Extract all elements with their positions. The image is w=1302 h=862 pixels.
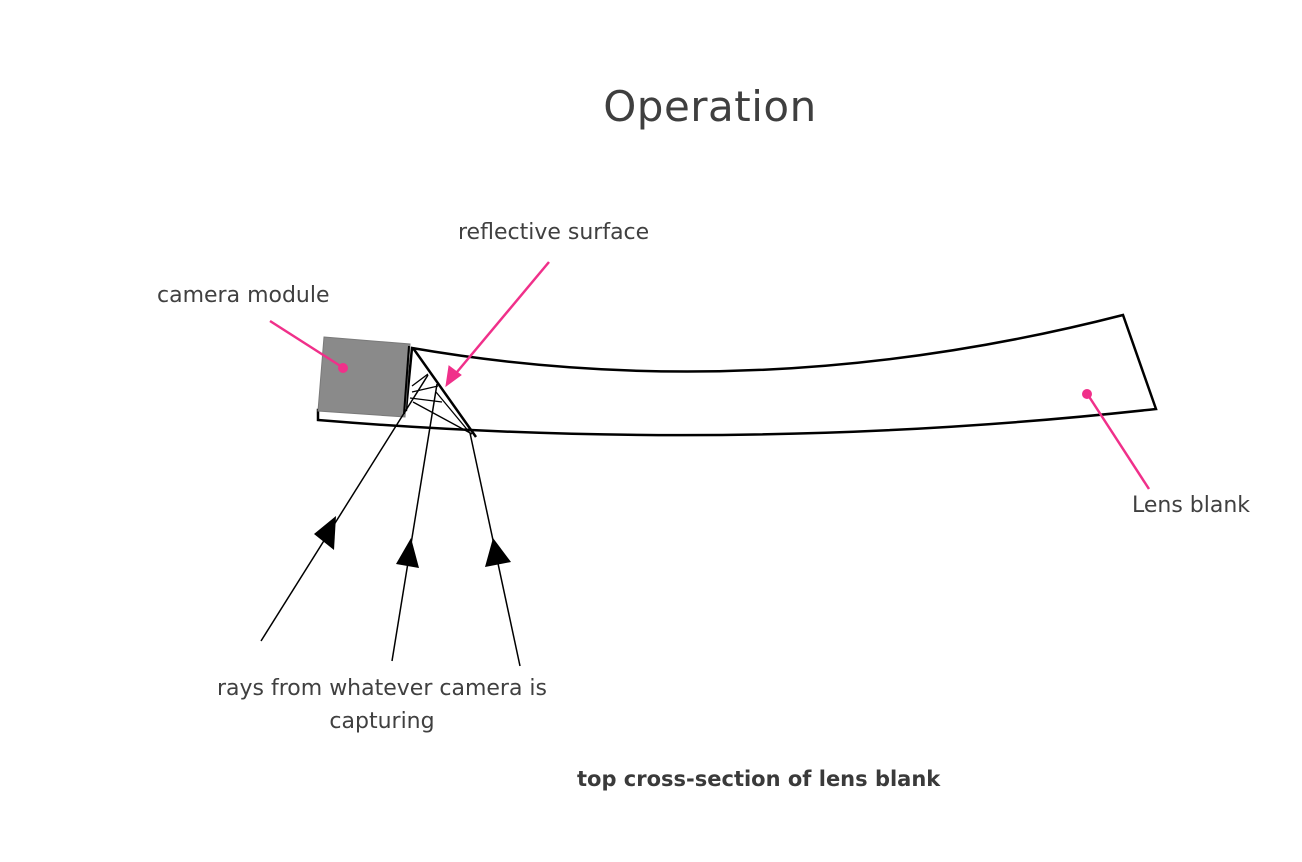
ray-left	[260, 374, 429, 642]
lens-blank-label: Lens blank	[1132, 493, 1251, 518]
ray-arrowhead-middle	[396, 538, 419, 568]
ray-arrowhead-left	[314, 516, 336, 550]
reflection-line	[435, 391, 471, 434]
ray-middle	[391, 383, 438, 662]
reflection-line	[412, 401, 473, 435]
page-title: Operation	[603, 82, 817, 131]
camera-module	[317, 336, 411, 418]
callout-camera-line	[269, 319, 343, 369]
reflection-line	[409, 397, 443, 403]
rays-label: rays from whatever camera is capturing	[217, 676, 547, 734]
callouts	[269, 261, 1151, 490]
callout-camera-dot	[338, 363, 348, 373]
internal-reflections	[409, 373, 473, 435]
camera-module-label: camera module	[157, 283, 330, 308]
camera-module-edge	[403, 345, 410, 415]
reflection-line	[411, 385, 439, 393]
reflective-surface	[411, 347, 478, 438]
incoming-rays	[260, 374, 521, 667]
callout-lens-line	[1086, 394, 1151, 490]
ray-arrowhead-right	[485, 538, 511, 567]
reflection-line	[411, 373, 429, 387]
camera-module-body	[317, 336, 411, 418]
lens-blank-outline	[316, 313, 1158, 437]
callout-reflective-line	[451, 261, 550, 379]
callout-reflective-arrowhead	[445, 365, 462, 388]
ray-arrowheads	[314, 516, 511, 568]
figure-caption: top cross-section of lens blank	[577, 767, 941, 791]
callout-lens-dot	[1082, 389, 1092, 399]
reflective-surface-label: reflective surface	[458, 220, 650, 245]
